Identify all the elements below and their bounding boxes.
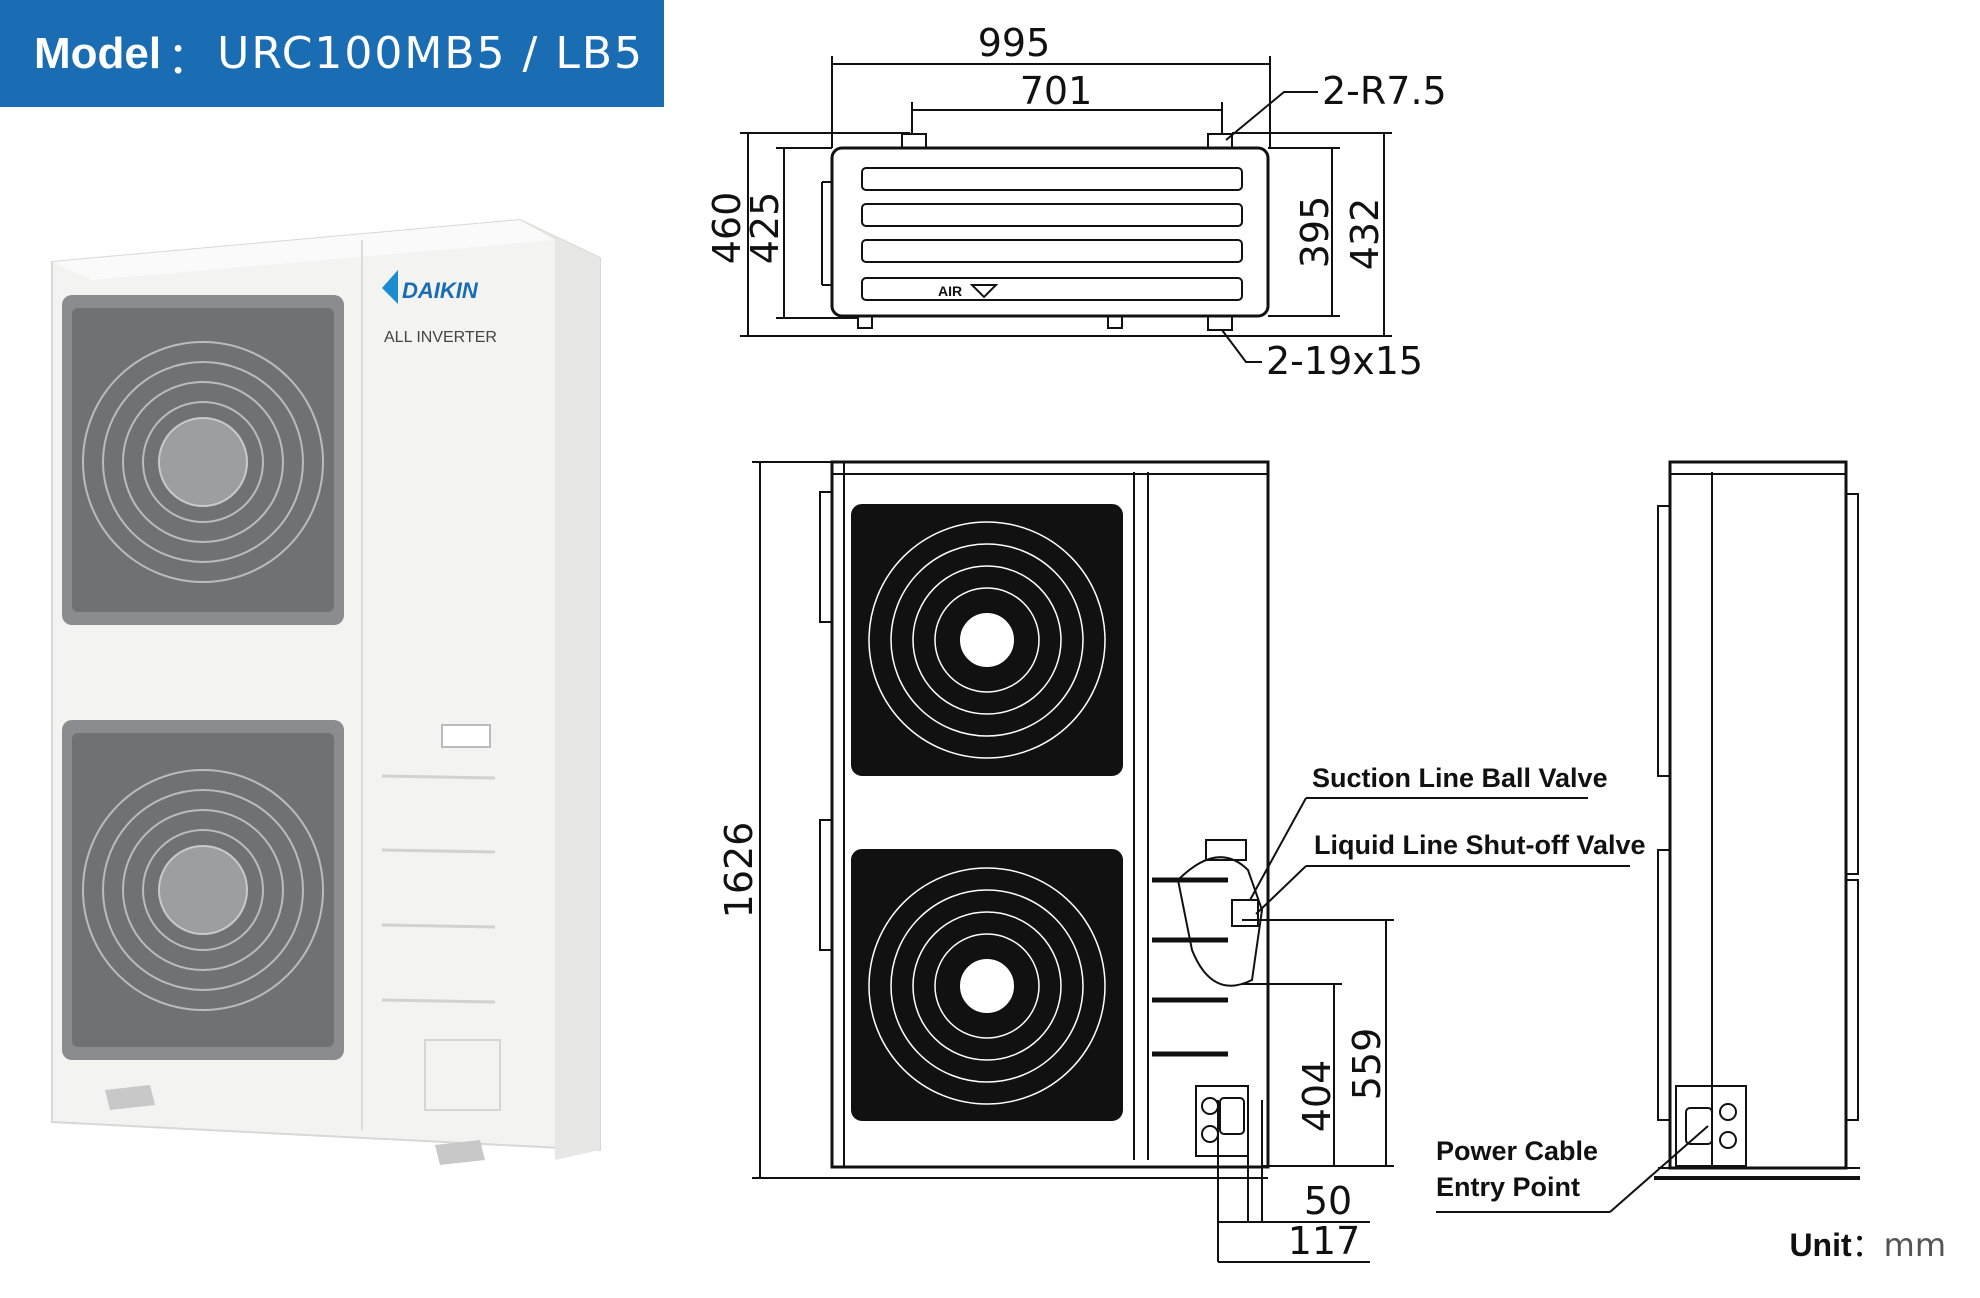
dim-50: 50	[1304, 1179, 1352, 1223]
front-view	[752, 460, 1394, 1263]
upper-fan-guard	[62, 295, 344, 625]
unit-value: mm	[1883, 1226, 1946, 1264]
dim-995: 995	[978, 21, 1051, 65]
dim-1626: 1626	[717, 822, 761, 919]
product-photo: DAIKIN ALL INVERTER	[51, 218, 601, 1165]
power-cable-label-line2: Entry Point	[1436, 1172, 1580, 1202]
daikin-logo-icon	[382, 270, 398, 304]
dim-117: 117	[1288, 1219, 1361, 1263]
unit-label: Unit	[1789, 1227, 1852, 1263]
slot-note: 2-19x15	[1266, 339, 1423, 383]
dim-425: 425	[743, 192, 787, 265]
air-label: AIR	[938, 283, 962, 299]
model-label: Model	[34, 28, 162, 78]
model-separator: ：	[167, 32, 212, 84]
lower-fan-guard	[62, 720, 344, 1060]
dim-460: 460	[705, 192, 749, 265]
model-value: URC100MB5 / LB5	[217, 28, 645, 79]
radius-note: 2-R7.5	[1322, 69, 1447, 113]
brand-text: DAIKIN	[402, 278, 479, 303]
dim-404: 404	[1295, 1060, 1339, 1133]
top-view	[740, 56, 1392, 363]
unit-separator: ：	[1851, 1226, 1884, 1264]
dim-432: 432	[1343, 198, 1387, 271]
dim-559: 559	[1345, 1028, 1389, 1101]
air-direction-icon	[969, 284, 999, 299]
liquid-valve-label: Liquid Line Shut-off Valve	[1314, 830, 1646, 860]
suction-valve-label: Suction Line Ball Valve	[1312, 763, 1608, 793]
dim-395: 395	[1293, 196, 1337, 269]
model-banner: Model ： URC100MB5 / LB5	[0, 0, 664, 107]
power-cable-label-line1: Power Cable	[1436, 1136, 1598, 1166]
dim-701: 701	[1020, 69, 1093, 113]
series-text: ALL INVERTER	[384, 329, 497, 346]
unit-note: Unit：mm	[1789, 1220, 1946, 1266]
side-view	[1654, 460, 1860, 1180]
